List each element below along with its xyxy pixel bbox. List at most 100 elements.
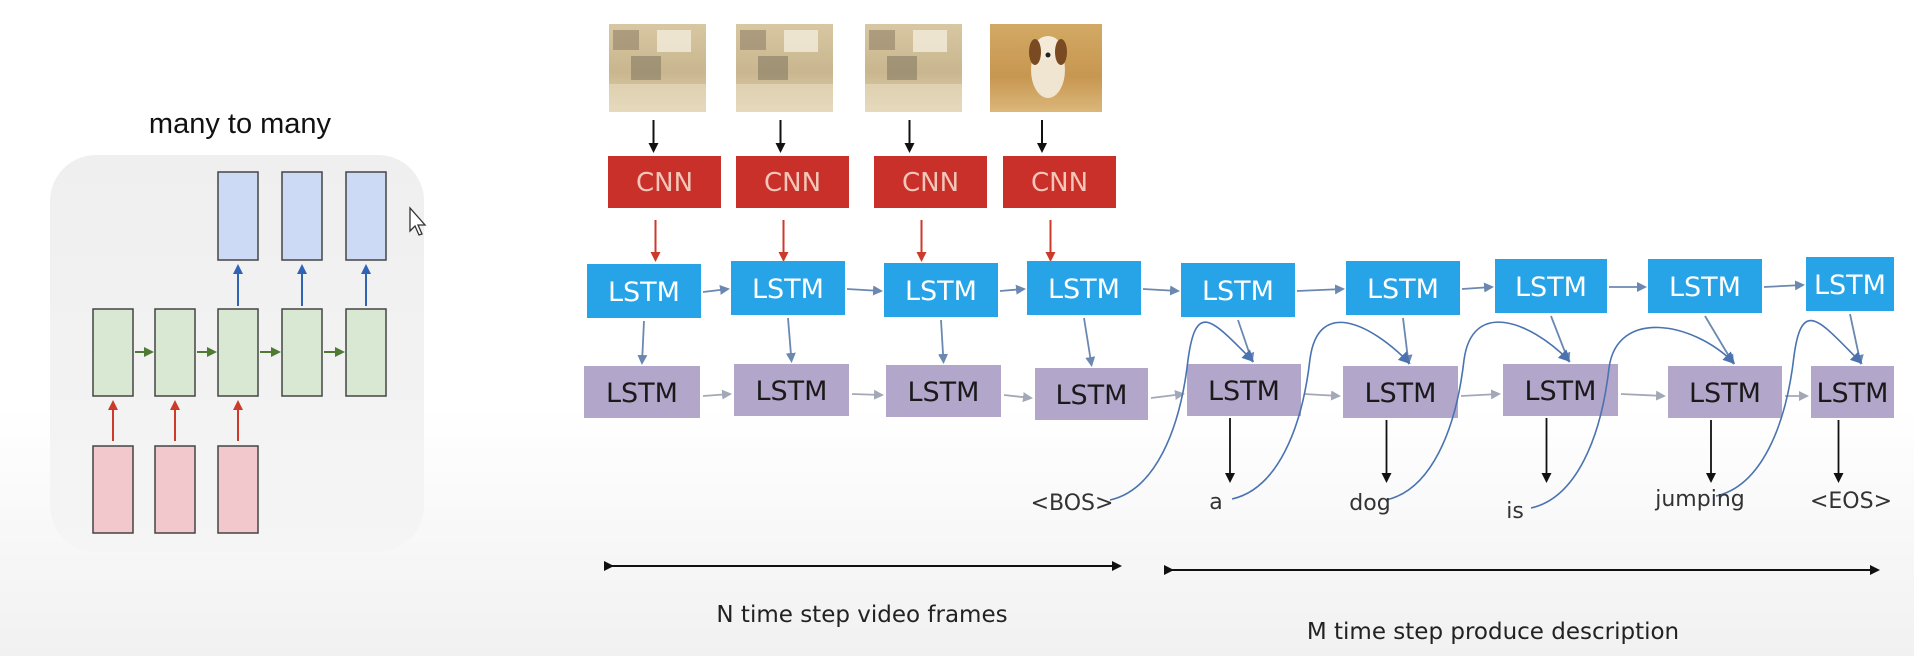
lstm-top-to-bottom-arrow: [1550, 315, 1571, 363]
lstm-bottom-forward-arrow: [1003, 392, 1033, 403]
lstm-bottom-forward-arrow: [851, 389, 884, 400]
lstm-top-cell: LSTM: [1806, 257, 1894, 311]
lstm-top-label: LSTM: [1814, 270, 1886, 301]
lstm-top-box: [587, 264, 701, 318]
cnn-box: [736, 156, 849, 208]
lstm-bottom-forward-arrow: [1303, 390, 1341, 401]
lstm-bottom-label: LSTM: [606, 378, 678, 409]
lstm-bottom-cell: LSTM: [734, 364, 849, 416]
lstm-top-box: [1027, 261, 1141, 315]
rnn-output-box: [281, 171, 323, 261]
caption-word: <EOS>: [1810, 489, 1892, 514]
lstm-top-forward-arrow: [999, 284, 1026, 295]
video-frame-dog-image: [990, 24, 1102, 112]
caption-word: dog: [1349, 491, 1390, 516]
cnn-box: [874, 156, 987, 208]
lstm-top-box: [884, 263, 998, 317]
lstm-bottom-label: LSTM: [1208, 376, 1280, 407]
rnn-hidden-box: [281, 308, 323, 397]
lstm-top-label: LSTM: [1048, 274, 1120, 305]
video-frame-image: [736, 24, 833, 112]
rnn-hidden-box: [345, 308, 387, 397]
lstm-bottom-cell: LSTM: [1187, 364, 1301, 416]
lstm-bottom-label: LSTM: [1056, 380, 1128, 411]
lstm-top-to-bottom-arrow: [1083, 317, 1096, 367]
frame-floor-shape: [865, 84, 962, 112]
lstm-bottom-box: [584, 366, 700, 418]
lstm-bottom-cell: LSTM: [584, 366, 700, 418]
lstm-bottom-cell: LSTM: [886, 365, 1001, 417]
lstm-top-cell: LSTM: [1648, 259, 1762, 313]
lstm-bottom-cell: LSTM: [1035, 368, 1148, 420]
lstm-top-forward-arrow: [1296, 284, 1345, 295]
lstm-bottom-box: [1187, 364, 1301, 416]
frame-shadow-shape: [869, 30, 895, 50]
lstm-top-label: LSTM: [1515, 272, 1587, 303]
lstm-top-label: LSTM: [1367, 274, 1439, 305]
cnn-label: CNN: [902, 168, 959, 198]
lstm-top-label: LSTM: [608, 277, 680, 308]
lstm-top-cell: LSTM: [731, 261, 845, 315]
caption-word: is: [1506, 499, 1524, 524]
word-feedback-arrow: [1231, 321, 1411, 500]
description-span-label: M time step produce description: [1307, 619, 1679, 645]
frame-shadow-shape: [740, 30, 766, 50]
lstm-bottom-forward-arrow: [1150, 390, 1185, 400]
frame-window-shape: [913, 30, 947, 52]
lstm-bottom-label: LSTM: [1365, 378, 1437, 409]
lstm-top-cell: LSTM: [1027, 261, 1141, 315]
word-feedback-arrows: [1109, 320, 1863, 509]
lstm-bottom-label: LSTM: [756, 376, 828, 407]
cnn-box: [608, 156, 721, 208]
dog-ear-shape: [1055, 39, 1067, 65]
frame-shadow-shape: [613, 30, 639, 50]
lstm-top-box: [1806, 257, 1894, 311]
lstm-top-forward-arrow: [1142, 285, 1180, 296]
lstm-bottom-cell: LSTM: [1343, 366, 1458, 418]
lstm-bottom-forward-arrow: [1620, 390, 1666, 401]
lstm-top-box: [1648, 259, 1762, 313]
lstm-top-label: LSTM: [905, 276, 977, 307]
cnn-box: [1003, 156, 1116, 208]
dog-ear-shape: [1029, 39, 1041, 65]
lstm-top-cell: LSTM: [587, 264, 701, 318]
lstm-top-label: LSTM: [1669, 272, 1741, 303]
frame-floor-shape: [736, 84, 833, 112]
lstm-top-box: [731, 261, 845, 315]
rnn-output-box: [217, 171, 259, 261]
frame-window-shape: [657, 30, 691, 52]
lstm-top-box: [1346, 261, 1460, 315]
lstm-top-label: LSTM: [752, 274, 824, 305]
lstm-top-cell: LSTM: [1346, 261, 1460, 315]
lstm-top-cell: LSTM: [1181, 263, 1295, 317]
lstm-top-to-bottom-arrow: [938, 319, 949, 364]
frame-object-shape: [887, 56, 917, 80]
video-frame-image: [865, 24, 962, 112]
word-feedback-arrow: [1385, 321, 1571, 501]
rnn-unrolled-diagram: [92, 171, 387, 534]
rnn-output-box: [345, 171, 387, 261]
rnn-input-box: [154, 445, 196, 534]
lstm-bottom-cell: LSTM: [1668, 366, 1782, 418]
lstm-bottom-forward-arrow: [1460, 389, 1501, 400]
lstm-top-to-bottom-arrow: [785, 317, 796, 363]
lstm-top-to-bottom-arrow: [1237, 319, 1255, 363]
lstm-top-to-bottom-arrow: [1402, 317, 1413, 365]
lstm-top-forward-arrow: [1461, 282, 1494, 293]
lstm-bottom-box: [886, 365, 1001, 417]
rnn-input-box: [217, 445, 259, 534]
cnn-label: CNN: [764, 168, 821, 198]
rnn-hidden-box: [154, 308, 196, 397]
dog-head-shape: [1035, 36, 1061, 60]
video-frames: [609, 24, 1102, 153]
lstm-top-box: [1181, 263, 1295, 317]
caption-word: jumping: [1654, 487, 1744, 512]
lstm-bottom-box: [1035, 368, 1148, 420]
caption-word: a: [1209, 490, 1222, 515]
word-feedback-arrow: [1530, 326, 1736, 509]
lstm-top-cell: LSTM: [1495, 259, 1607, 313]
lstm-top-forward-arrow: [1763, 280, 1805, 291]
